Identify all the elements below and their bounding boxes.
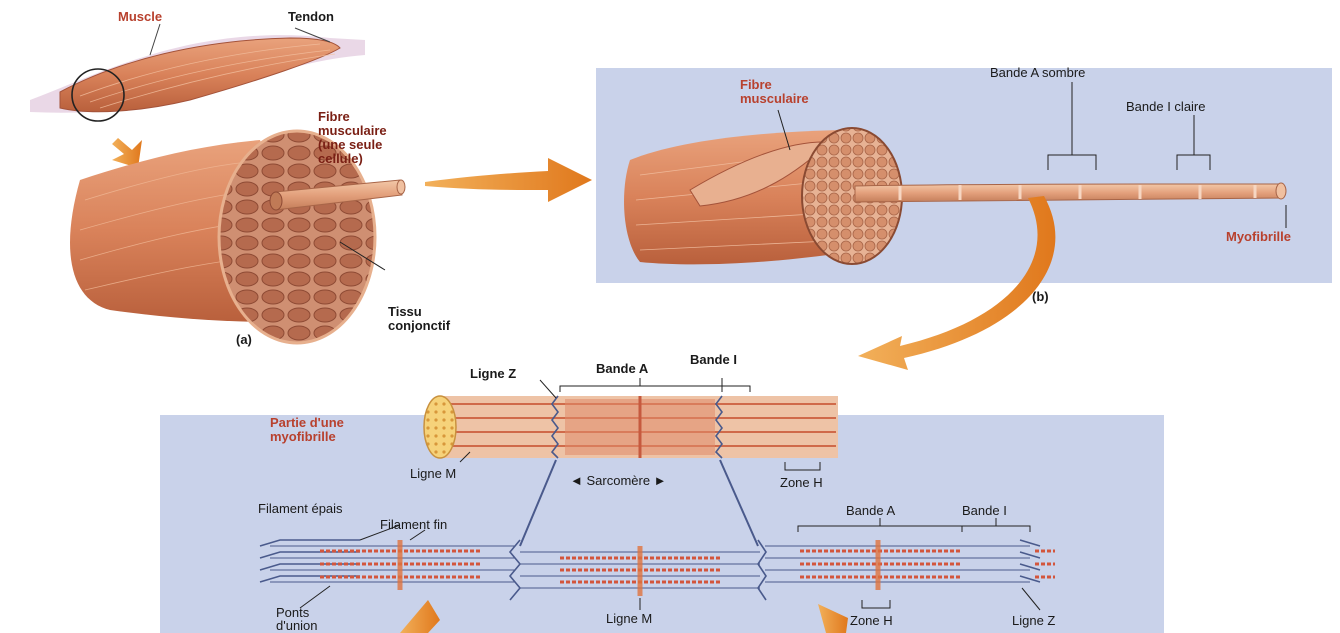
arrow-a-to-b	[425, 158, 592, 202]
label-ligne-z-top: Ligne Z	[470, 367, 516, 381]
label-tendon: Tendon	[288, 10, 334, 24]
label-muscle: Muscle	[118, 10, 162, 24]
label-partie-myofibrille: Partie d'une myofibrille	[270, 416, 344, 444]
label-sarcomere: ◄ Sarcomère ►	[570, 474, 667, 488]
muscle-illustration	[30, 24, 365, 121]
label-panel-a: (a)	[236, 333, 252, 347]
label-fibre-cell-line3: (une seule	[318, 138, 387, 152]
label-bande-a-sombre: Bande A sombre	[990, 66, 1085, 80]
label-fibre-cell-line2: musculaire	[318, 124, 387, 138]
label-fibre-cell: Fibre musculaire (une seule cellule)	[318, 110, 387, 166]
label-bande-i-top: Bande I	[690, 353, 737, 367]
label-bande-a-top: Bande A	[596, 362, 648, 376]
label-filament-fin: Filament fin	[380, 518, 447, 532]
label-tissu: Tissu conjonctif	[388, 305, 450, 333]
label-bande-i-right: Bande I	[962, 504, 1007, 518]
label-bande-a-right: Bande A	[846, 504, 895, 518]
label-ligne-z-bottom: Ligne Z	[1012, 614, 1055, 628]
label-partie-line1: Partie d'une	[270, 416, 344, 430]
label-tissu-line1: Tissu	[388, 305, 450, 319]
label-fibre-b: Fibre musculaire	[740, 78, 809, 106]
label-bande-i-claire: Bande I claire	[1126, 100, 1206, 114]
label-fibre-cell-line4: cellule)	[318, 152, 387, 166]
label-partie-line2: myofibrille	[270, 430, 344, 444]
label-ponts-line2: d'union	[276, 619, 318, 632]
label-ligne-m-mid: Ligne M	[410, 467, 456, 481]
label-zone-h-mid: Zone H	[780, 476, 823, 490]
label-fibre-b-line2: musculaire	[740, 92, 809, 106]
label-fibre-cell-line1: Fibre	[318, 110, 387, 124]
label-ligne-m-bottom: Ligne M	[606, 612, 652, 626]
label-panel-b: (b)	[1032, 290, 1049, 304]
label-fibre-b-line1: Fibre	[740, 78, 809, 92]
label-zone-h-bottom: Zone H	[850, 614, 893, 628]
label-ponts: Ponts d'union	[276, 606, 318, 632]
label-filament-epais: Filament épais	[258, 502, 343, 516]
label-myofibrille: Myofibrille	[1226, 230, 1291, 244]
label-tissu-line2: conjonctif	[388, 319, 450, 333]
